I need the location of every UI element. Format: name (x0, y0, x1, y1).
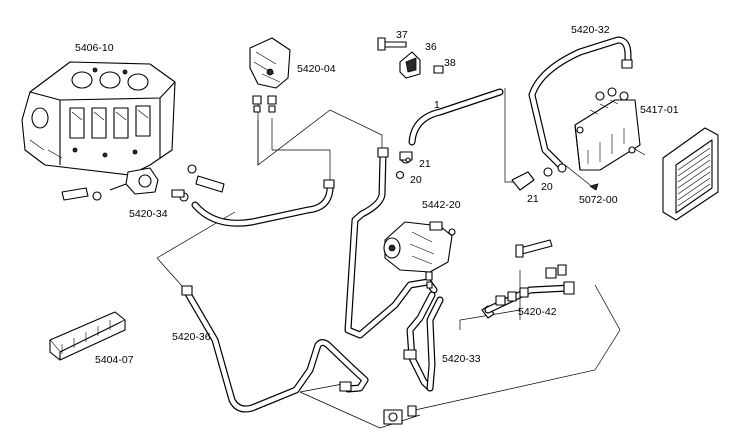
oil-cooler-part[interactable] (574, 87, 641, 171)
label-5417-01: 5417-01 (640, 104, 679, 116)
hose-1-part[interactable] (395, 88, 504, 180)
label-38: 38 (444, 57, 456, 69)
thermostat-housing-part[interactable] (61, 167, 159, 201)
label-5442-20: 5442-20 (422, 199, 461, 211)
bracket-part[interactable] (249, 37, 291, 113)
label-5420-36: 5420-36 (172, 331, 211, 343)
fitting-21-20-center[interactable] (405, 157, 411, 163)
label-5420-34: 5420-34 (129, 208, 168, 220)
label-37: 37 (396, 29, 408, 41)
label-5404-07: 5404-07 (95, 354, 134, 366)
cooler-core-panel[interactable] (662, 127, 719, 221)
pipe-5420-34-part[interactable] (171, 164, 335, 227)
label-5420-32: 5420-32 (571, 24, 610, 36)
water-pump-part[interactable] (383, 221, 456, 289)
fitting-21-20-right[interactable] (511, 163, 599, 191)
label-5420-04: 5420-04 (297, 63, 336, 75)
label-20-center: 20 (410, 174, 422, 186)
label-5072-00: 5072-00 (579, 194, 618, 206)
label-5406-10: 5406-10 (75, 42, 114, 54)
cylinder-head-part[interactable] (21, 61, 176, 176)
label-5420-42: 5420-42 (518, 306, 557, 318)
bottom-union-fitting[interactable] (383, 405, 417, 425)
bolt-clamp-parts[interactable] (377, 37, 444, 79)
pipe-5420-36-part[interactable] (181, 285, 369, 413)
label-21-center: 21 (419, 158, 431, 170)
label-20-right: 20 (541, 181, 553, 193)
label-21-right: 21 (527, 193, 539, 205)
pipe-5420-32-part[interactable] (528, 36, 633, 169)
pipe-5420-42-part[interactable] (481, 239, 575, 319)
pipe-5420-33-part[interactable] (403, 291, 444, 392)
part-labels: 5406-10 5420-04 37 36 38 1 5420-32 5417-… (75, 24, 679, 366)
pipe-center-long-part[interactable] (344, 147, 438, 339)
label-5420-33: 5420-33 (442, 353, 481, 365)
label-36: 36 (425, 41, 437, 53)
seal-strip-part[interactable] (49, 311, 126, 361)
label-1: 1 (434, 99, 440, 111)
